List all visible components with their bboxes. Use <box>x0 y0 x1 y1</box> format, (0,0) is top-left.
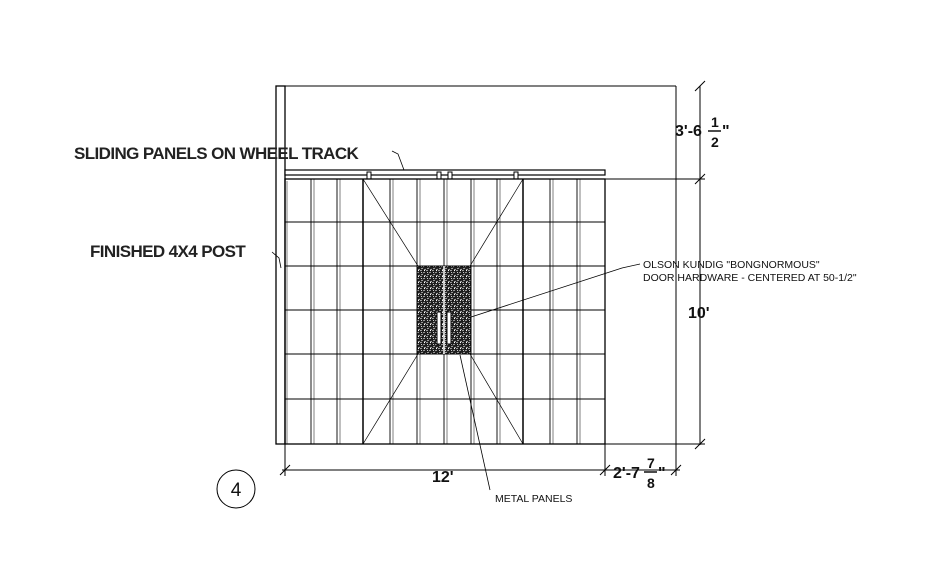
hardware-label-line2: DOOR HARDWARE - CENTERED AT 50-1/2" <box>643 272 857 284</box>
wheel-track <box>284 169 606 176</box>
top-right-dimension: 3'-6 1 2 " <box>675 114 730 150</box>
metal-panels-label: METAL PANELS <box>495 493 572 505</box>
detail-number-bubble: 4 <box>216 469 256 509</box>
height-dimension-text: 10' <box>688 305 710 322</box>
panel-diagonals <box>362 178 524 445</box>
svg-text:1: 1 <box>711 114 719 130</box>
svg-text:": " <box>658 465 666 482</box>
svg-text:2'-7: 2'-7 <box>613 465 640 482</box>
svg-text:3'-6: 3'-6 <box>675 123 702 140</box>
svg-text:4: 4 <box>231 480 242 501</box>
metal-center-panel <box>416 265 472 355</box>
leader-lines <box>271 150 641 491</box>
height-dimension <box>605 80 706 450</box>
svg-text:2: 2 <box>711 134 719 150</box>
svg-text:": " <box>722 123 730 140</box>
sliding-panel-grid <box>284 178 606 445</box>
door-hardware-handles <box>436 311 452 345</box>
sliding-panels-label: SLIDING PANELS ON WHEEL TRACK <box>74 144 360 163</box>
svg-text:8: 8 <box>647 475 655 491</box>
svg-text:7: 7 <box>647 455 655 471</box>
hardware-label-line1: OLSON KUNDIG "BONGNORMOUS" <box>643 259 820 271</box>
width-dimension <box>279 86 682 476</box>
finished-post-label: FINISHED 4X4 POST <box>90 242 246 261</box>
bottom-right-dimension: 2'-7 7 8 " <box>613 455 666 491</box>
width-dimension-text: 12' <box>432 469 454 486</box>
